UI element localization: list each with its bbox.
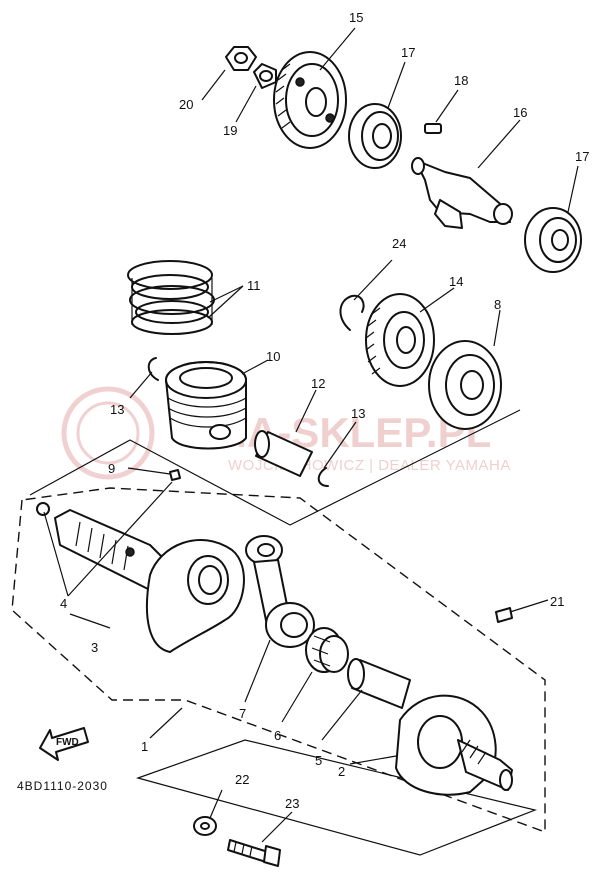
crankshaft-left — [36, 502, 245, 653]
callout-9: 9 — [108, 461, 115, 476]
callout-7: 7 — [239, 706, 246, 721]
callout-23: 23 — [285, 796, 299, 811]
callout-2: 2 — [338, 764, 345, 779]
crank-pin — [347, 658, 411, 709]
woodruff-key — [424, 123, 442, 134]
main-bearing — [428, 340, 502, 430]
callout-24: 24 — [392, 236, 406, 251]
callout-18: 18 — [454, 73, 468, 88]
diagram-code: 4BD1110-2030 — [17, 779, 108, 793]
callout-21: 21 — [550, 594, 564, 609]
crankshaft-right — [395, 694, 513, 796]
callout-15: 15 — [349, 10, 363, 25]
callout-11: 11 — [247, 278, 261, 293]
watermark-logo — [61, 386, 155, 480]
bearing-lower — [524, 207, 582, 273]
callout-4: 4 — [60, 596, 67, 611]
drive-gear — [365, 293, 435, 387]
connecting-rod — [245, 535, 315, 648]
piston-pin-clip-left — [147, 357, 159, 381]
callout-8: 8 — [494, 297, 501, 312]
callout-14: 14 — [449, 274, 463, 289]
crank-pin-dowel — [169, 469, 181, 481]
nut — [225, 46, 257, 71]
primary-drive-gear — [273, 51, 347, 149]
piston-pin-clip-right — [317, 467, 329, 487]
washer — [193, 816, 217, 836]
callout-1: 1 — [141, 739, 148, 754]
leader-lines — [43, 27, 579, 843]
callout-17-lower: 17 — [575, 149, 589, 164]
callout-3: 3 — [91, 640, 98, 655]
callout-22: 22 — [235, 772, 249, 787]
callout-19: 19 — [223, 123, 237, 138]
callout-13-right: 13 — [351, 406, 365, 421]
callout-16: 16 — [513, 105, 527, 120]
callout-labels: 15 17 18 16 17 20 19 11 24 14 8 10 12 13… — [17, 10, 589, 811]
fwd-label: FWD — [56, 737, 79, 748]
callout-10: 10 — [266, 349, 280, 364]
bolt-group-bracket — [135, 739, 537, 856]
callout-13-left: 13 — [110, 402, 124, 417]
crank-key — [495, 607, 513, 623]
callout-6: 6 — [274, 728, 281, 743]
callout-17-upper: 17 — [401, 45, 415, 60]
needle-bearing — [305, 627, 349, 673]
piston-pin — [254, 430, 313, 477]
callout-12: 12 — [311, 376, 325, 391]
circlip — [339, 294, 365, 331]
bearing-upper — [348, 103, 402, 169]
rod-kit-bracket — [29, 409, 521, 526]
bolt — [227, 839, 281, 867]
lock-washer — [253, 63, 277, 89]
crankshaft-assembly-outline — [11, 487, 546, 834]
piston — [165, 361, 247, 450]
callout-20: 20 — [179, 97, 193, 112]
balancer-shaft — [411, 157, 513, 229]
forward-arrow-icon: FWD — [39, 727, 89, 761]
piston-ring-set — [127, 260, 215, 335]
callout-5: 5 — [315, 753, 322, 768]
